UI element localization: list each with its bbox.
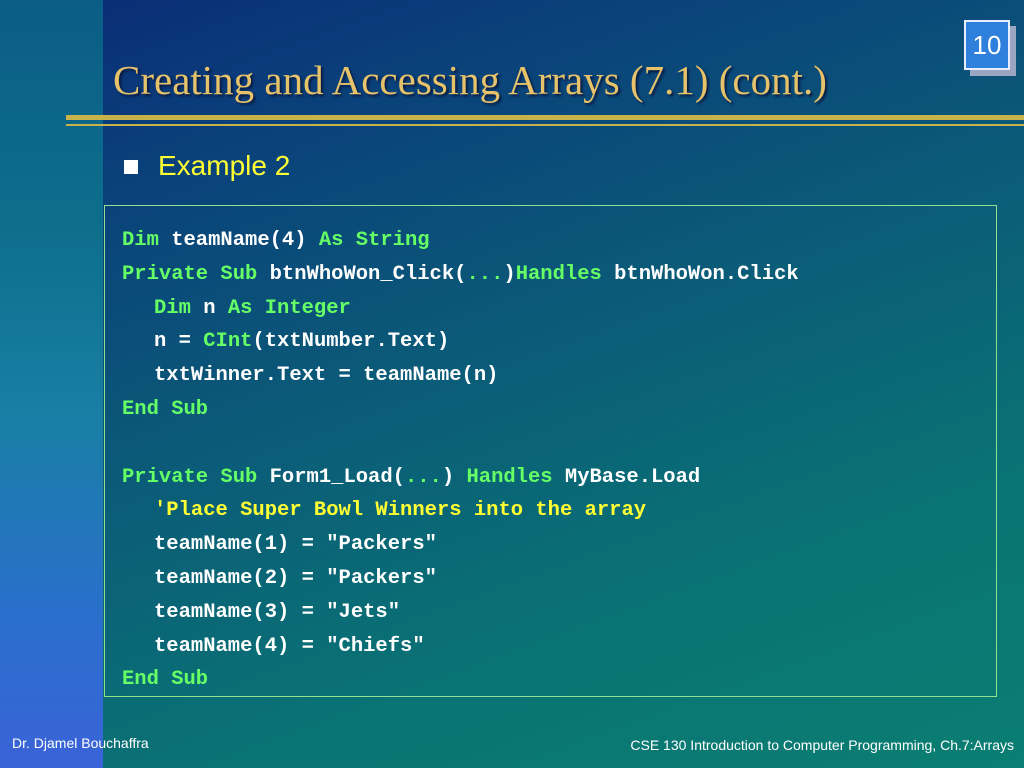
code-line: Private Sub Form1_Load(...) Handles MyBa… [122,461,799,495]
code-keyword: ... [466,262,504,286]
code-text: ) [503,262,516,286]
footer-course: CSE 130 Introduction to Computer Program… [630,737,1014,753]
code-line: teamName(4) = "Chiefs" [122,630,799,664]
code-text: btnWhoWon_Click( [257,262,467,286]
code-text: ) [441,465,467,489]
code-keyword: Handles [515,262,602,286]
code-line: txtWinner.Text = teamName(n) [122,359,799,393]
code-keyword: As Integer [227,296,351,320]
code-text: MyBase.Load [552,465,701,489]
code-text: teamName(3) = "Jets" [154,600,401,624]
code-line: n = CInt(txtNumber.Text) [122,325,799,359]
code-line: 'Place Super Bowl Winners into the array [122,494,799,528]
code-line: teamName(3) = "Jets" [122,596,799,630]
code-line: teamName(1) = "Packers" [122,528,799,562]
code-line: Dim teamName(4) As String [122,224,799,258]
left-accent-strip [0,0,103,768]
code-text: teamName(1) = "Packers" [154,533,437,557]
code-keyword: Dim [122,229,159,252]
bullet-text: Example 2 [158,150,291,181]
code-keyword: End Sub [122,668,209,692]
code-line: End Sub [122,663,799,697]
slide-number: 10 [972,29,1002,60]
title-divider-thin [66,124,1024,126]
code-text: txtWinner.Text = teamName(n) [154,364,499,388]
slide-title: Creating and Accessing Arrays (7.1) (con… [113,57,827,103]
code-keyword: ... [404,465,442,489]
slide-number-badge: 10 [964,20,1010,70]
code-line: Private Sub btnWhoWon_Click(...)Handles … [122,258,799,292]
code-text: teamName(4) [158,229,319,252]
code-keyword: Handles [466,465,553,489]
code-comment: 'Place Super Bowl Winners into the array [154,499,647,523]
code-keyword: Dim [154,296,191,320]
title-divider [66,115,1024,120]
code-keyword: End Sub [122,397,209,421]
code-line [122,427,799,461]
code-line: End Sub [122,393,799,427]
code-line: teamName(2) = "Packers" [122,562,799,596]
bullet-item: Example 2 [124,150,290,182]
code-keyword: Private Sub [122,465,258,489]
code-text: (txtNumber.Text) [252,330,450,354]
code-text: n [190,296,228,320]
code-text: btnWhoWon.Click [601,262,799,286]
code-keyword: CInt [203,330,253,354]
code-keyword: Private Sub [122,262,258,286]
footer-author: Dr. Djamel Bouchaffra [12,735,149,751]
code-text: teamName(4) = "Chiefs" [154,634,425,658]
code-text: Form1_Load( [257,465,405,489]
code-keyword: As String [318,229,430,252]
code-text: n = [154,330,204,354]
code-line: Dim n As Integer [122,292,799,326]
code-text: teamName(2) = "Packers" [154,566,437,590]
square-bullet-icon [124,160,138,174]
